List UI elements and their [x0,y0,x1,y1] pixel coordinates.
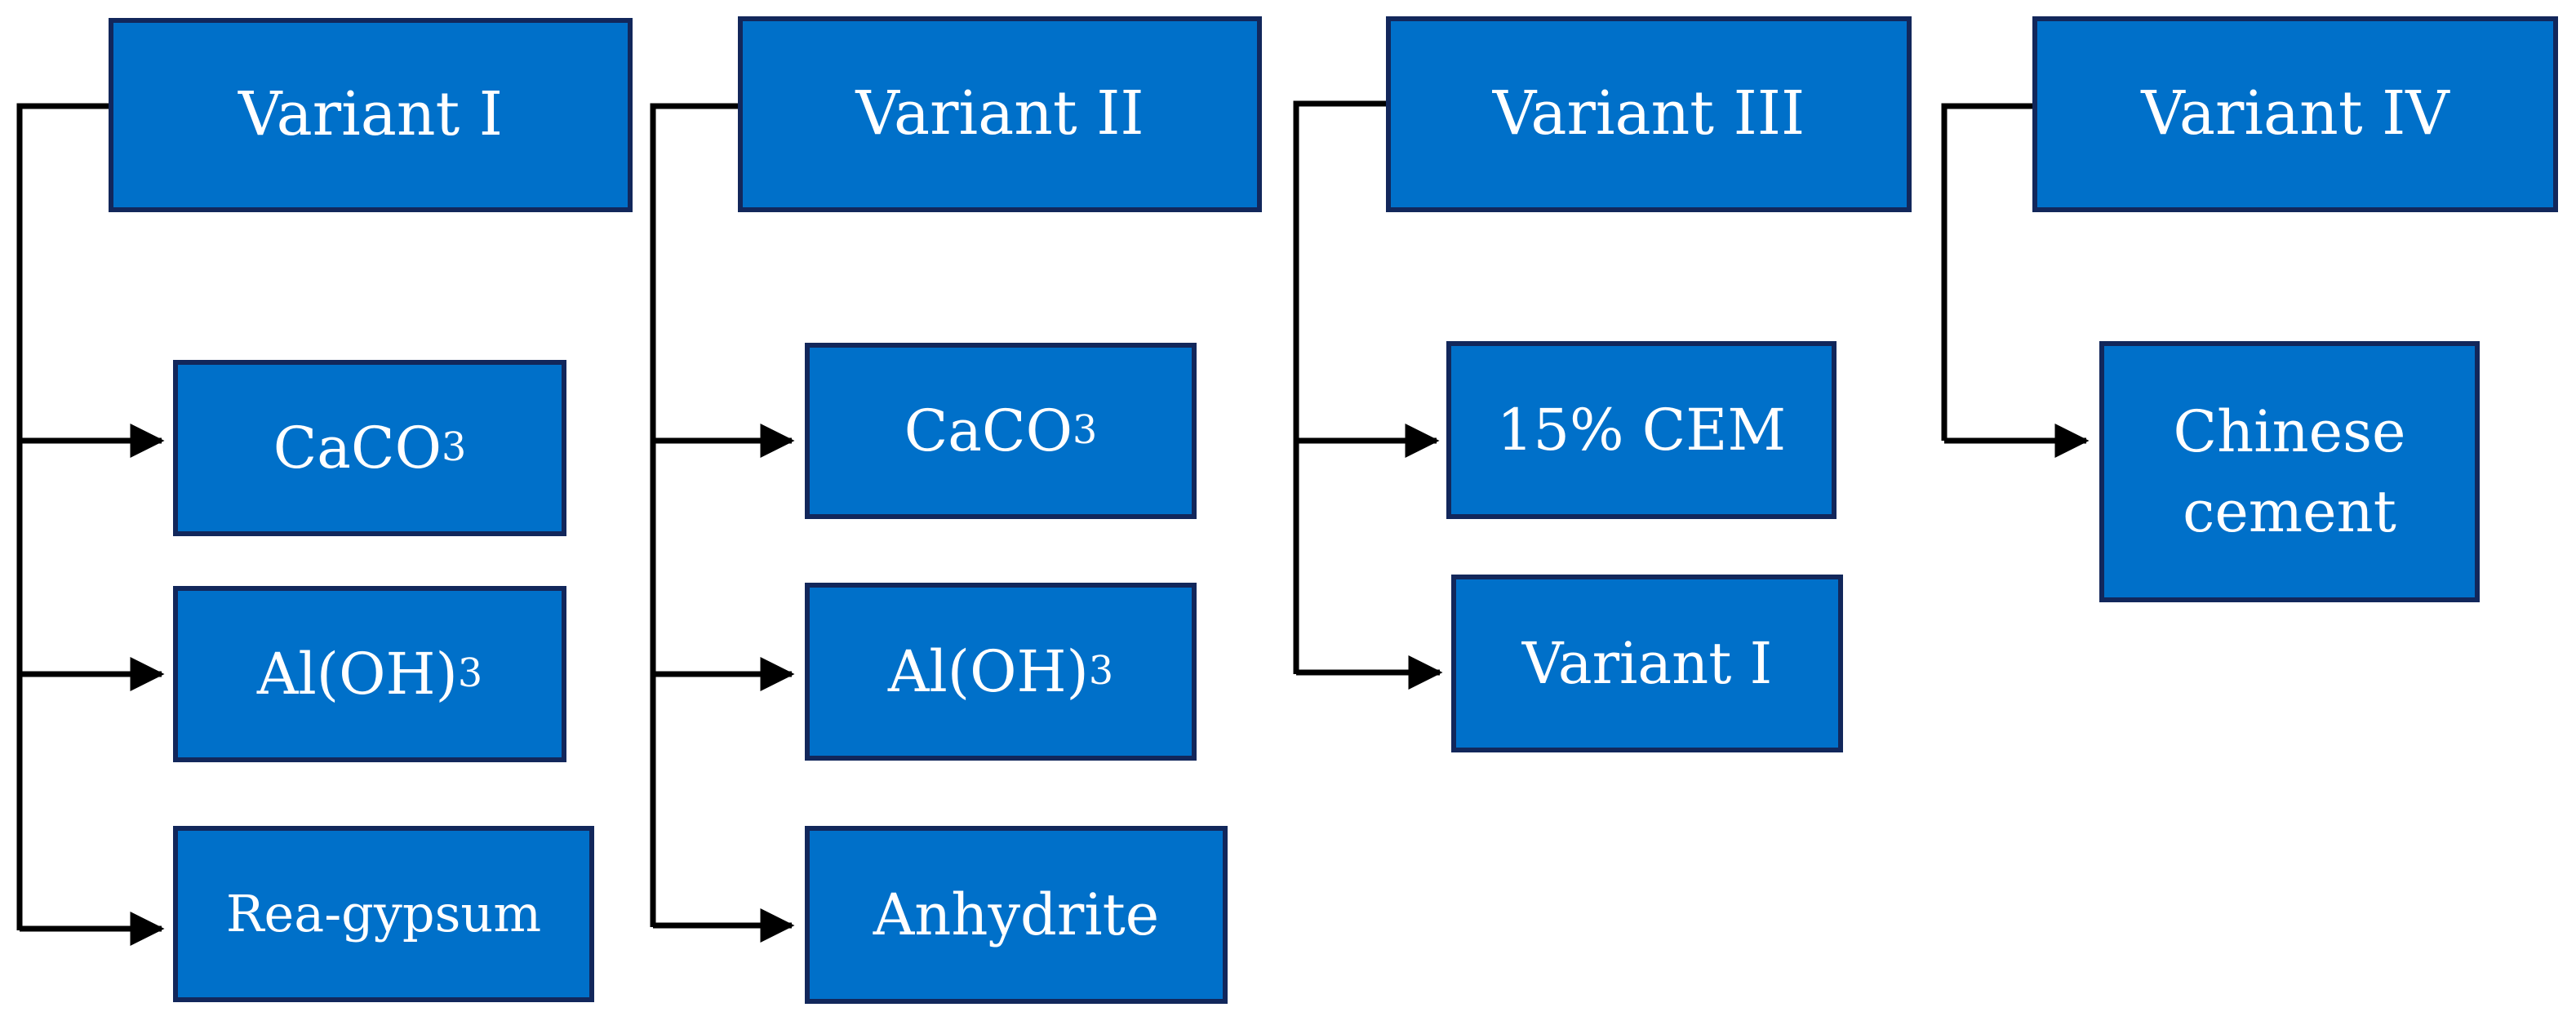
material-label: Al(OH) [256,641,458,708]
material-box: 15% CEM [1446,341,1837,519]
variant-header: Variant II [738,16,1262,212]
material-box: Al(OH)3 [805,583,1197,761]
material-label: Al(OH) [887,638,1089,705]
subscript-label: 3 [1088,648,1114,694]
variant-header: Variant IV [2032,16,2558,212]
material-label: Rea-gypsum [225,883,542,943]
material-label: Chinese cement [2173,398,2406,545]
subscript-label: 3 [441,424,467,470]
material-box: Anhydrite [805,826,1228,1004]
material-label: CaCO [273,415,442,481]
material-label: 15% CEM [1496,397,1787,464]
variant-header: Variant I [109,18,633,212]
subscript-label: 3 [1072,407,1098,453]
material-box: Al(OH)3 [173,586,566,762]
material-box: Chinese cement [2099,341,2480,602]
material-label: CaCO [904,397,1073,464]
connector-trunk [16,103,109,930]
connector-trunk [650,103,738,927]
material-box: Rea-gypsum [173,826,594,1002]
material-label: Anhydrite [873,881,1160,948]
material-box: Variant I [1451,575,1843,752]
subscript-label: 3 [457,650,483,696]
variant-header: Variant III [1386,16,1912,212]
material-label: Variant I [1521,630,1773,697]
connector-trunk [1293,100,1386,674]
connector-trunk [1941,103,2032,441]
